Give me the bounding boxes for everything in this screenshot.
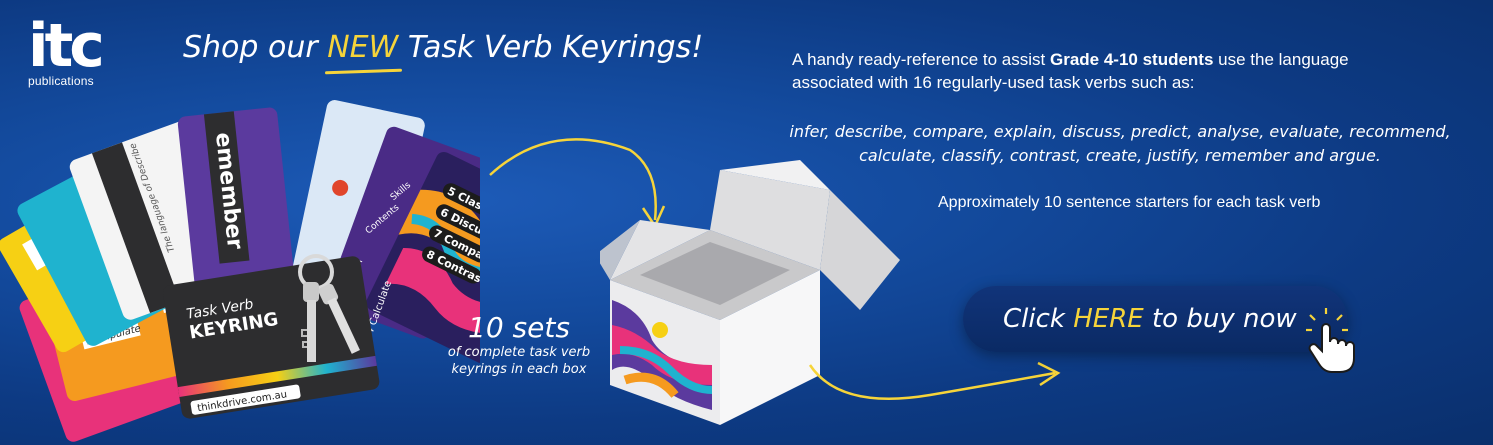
starters-text: Approximately 10 sentence starters for e… — [938, 194, 1321, 211]
verb-line-2: calculate, classify, contrast, create, j… — [859, 146, 1381, 165]
logo-wordmark: itc — [28, 11, 105, 81]
intro-part2: use the language associated with 16 regu… — [792, 50, 1349, 92]
sets-label: 10 sets of complete task verb keyrings i… — [426, 312, 612, 378]
pointer-hand-icon — [1306, 308, 1355, 373]
sets-description: of complete task verb keyrings in each b… — [447, 345, 591, 377]
verb-line-1: infer, describe, compare, explain, discu… — [789, 122, 1451, 141]
keyring-cards-illustration: Substantiate Document Manipulate Prove V… — [0, 100, 480, 442]
intro-part1: A handy ready-reference to assist — [792, 50, 1050, 69]
buy-now-button[interactable]: Click HERE to buy now — [963, 286, 1347, 352]
box-illustration — [600, 160, 900, 425]
remember-card: emember — [177, 107, 296, 306]
cta-label: Click HERE to buy now — [1003, 304, 1297, 334]
verb-list: infer, describe, compare, explain, discu… — [780, 120, 1460, 168]
intro-text: A handy ready-reference to assist Grade … — [792, 48, 1402, 94]
itc-logo[interactable]: itc publications — [28, 14, 118, 88]
logo-subtitle: publications — [28, 74, 94, 88]
cta-post: to buy now — [1143, 304, 1297, 334]
keys-icon — [298, 254, 360, 362]
box-artwork — [612, 300, 713, 410]
headline: Shop our NEW Task Verb Keyrings! — [183, 30, 703, 65]
intro-bold: Grade 4-10 students — [1049, 50, 1214, 69]
headline-pre: Shop our — [183, 30, 328, 65]
cta-pre: Click — [1003, 304, 1074, 334]
arrow-to-cta-icon — [808, 361, 1061, 400]
headline-post: Task Verb Keyrings! — [398, 30, 704, 65]
headline-new: NEW — [327, 30, 399, 65]
sets-count: 10 sets — [468, 311, 570, 344]
cta-highlight: HERE — [1073, 304, 1144, 334]
colourful-card: 5 Classify 6 Discuss 7 Compare 8 Contras… — [366, 151, 480, 364]
